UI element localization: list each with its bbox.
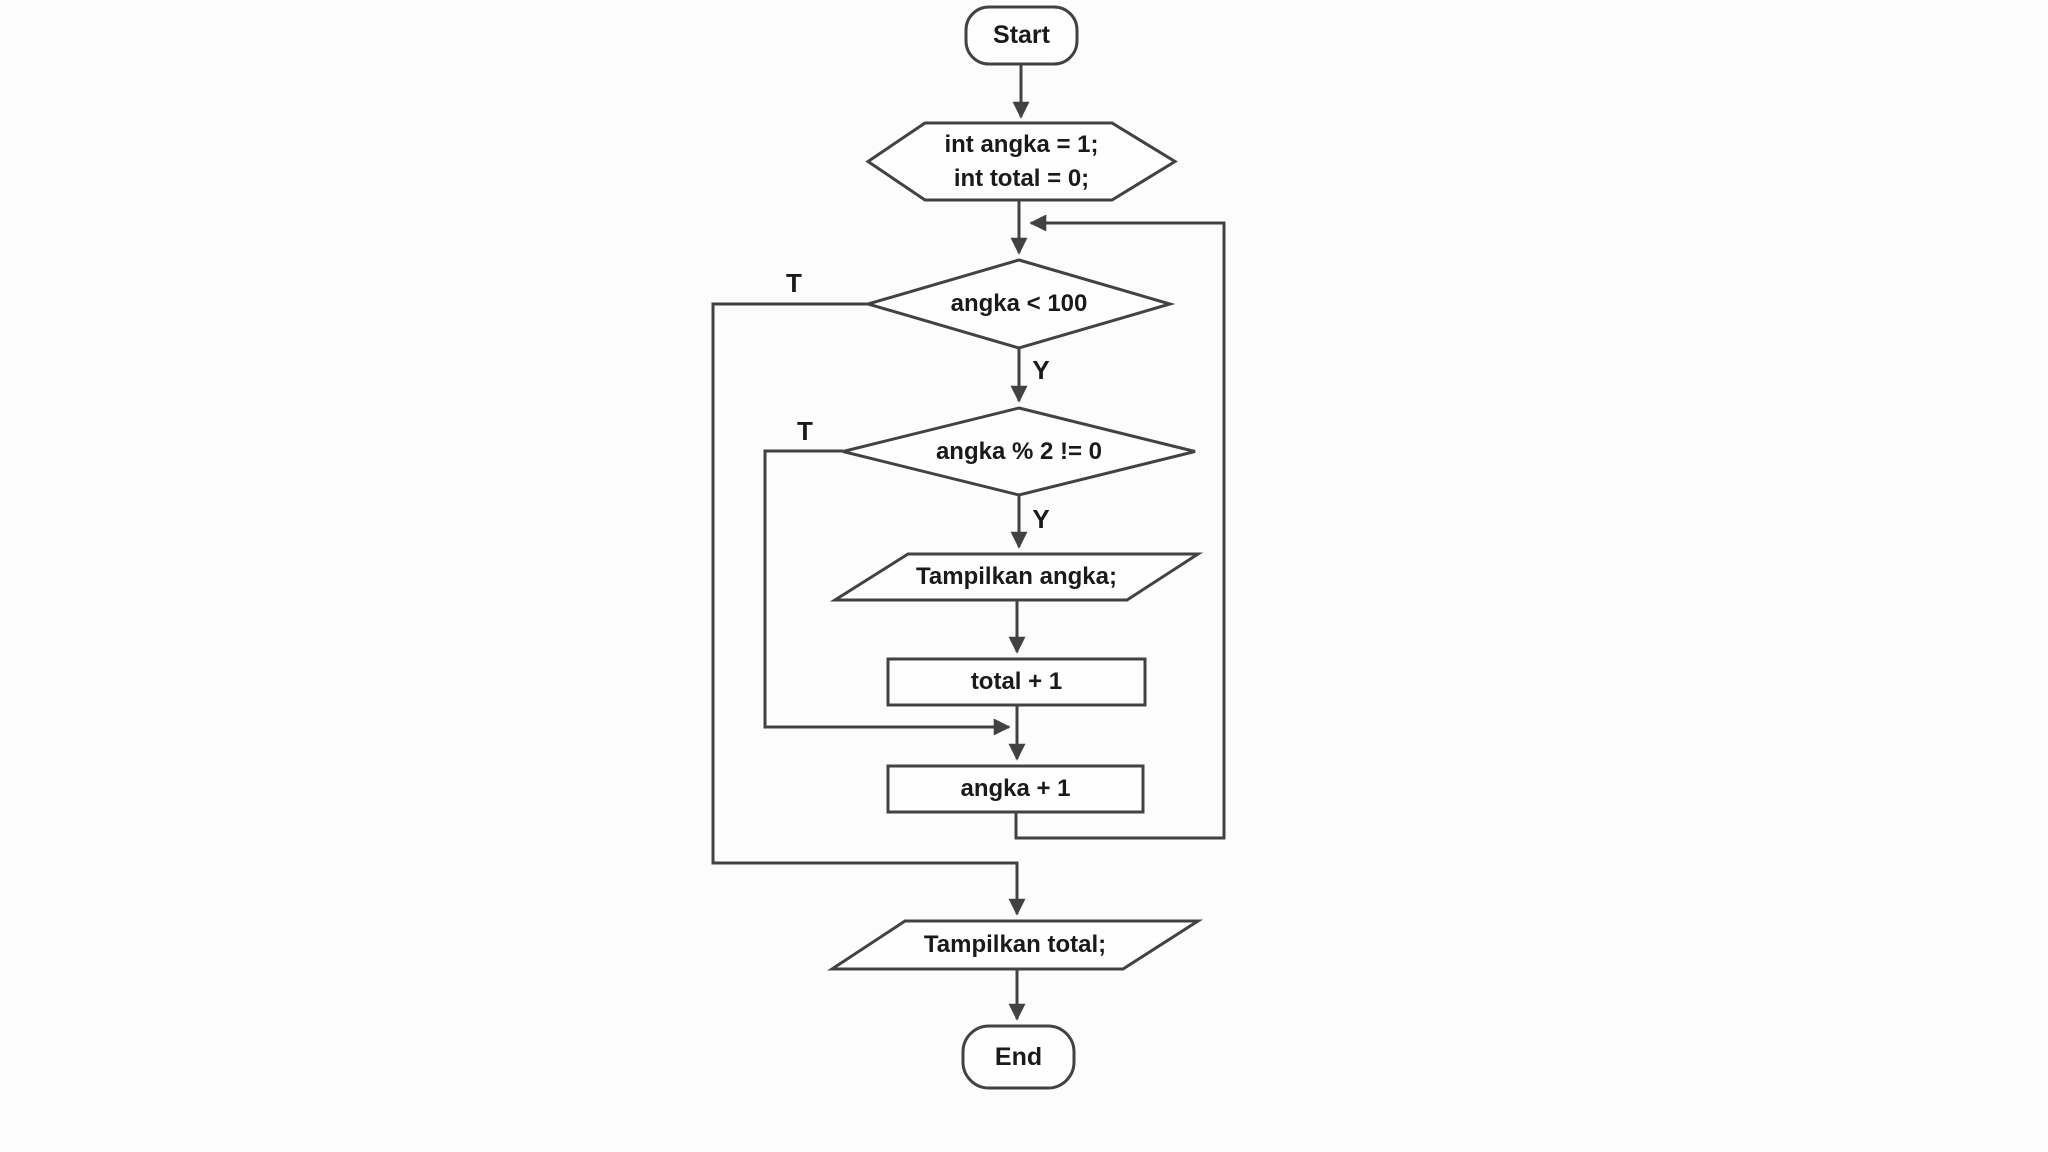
connector-lines <box>711 64 1226 1021</box>
inc-angka-process-shape <box>886 764 1145 814</box>
edge-loop-inc-angka-to-cond-angka <box>1014 214 1226 840</box>
print-angka-io-parallelogram-shape <box>829 552 1204 602</box>
edge-cond-odd-true-to-junction <box>763 449 1011 736</box>
inc-total-process-shape <box>886 657 1147 707</box>
print-total-io-parallelogram-shape <box>826 919 1204 971</box>
init-preparation-hexagon-shape <box>865 121 1178 202</box>
end-terminator-shape <box>961 1024 1076 1090</box>
cond-angka-decision-diamond-shape <box>862 258 1176 350</box>
start-terminator-shape <box>964 5 1079 66</box>
node-shapes <box>826 5 1204 1090</box>
cond-odd-decision-diamond-shape <box>842 406 1196 497</box>
edge-cond-angka-true-to-print-total <box>711 302 1026 916</box>
